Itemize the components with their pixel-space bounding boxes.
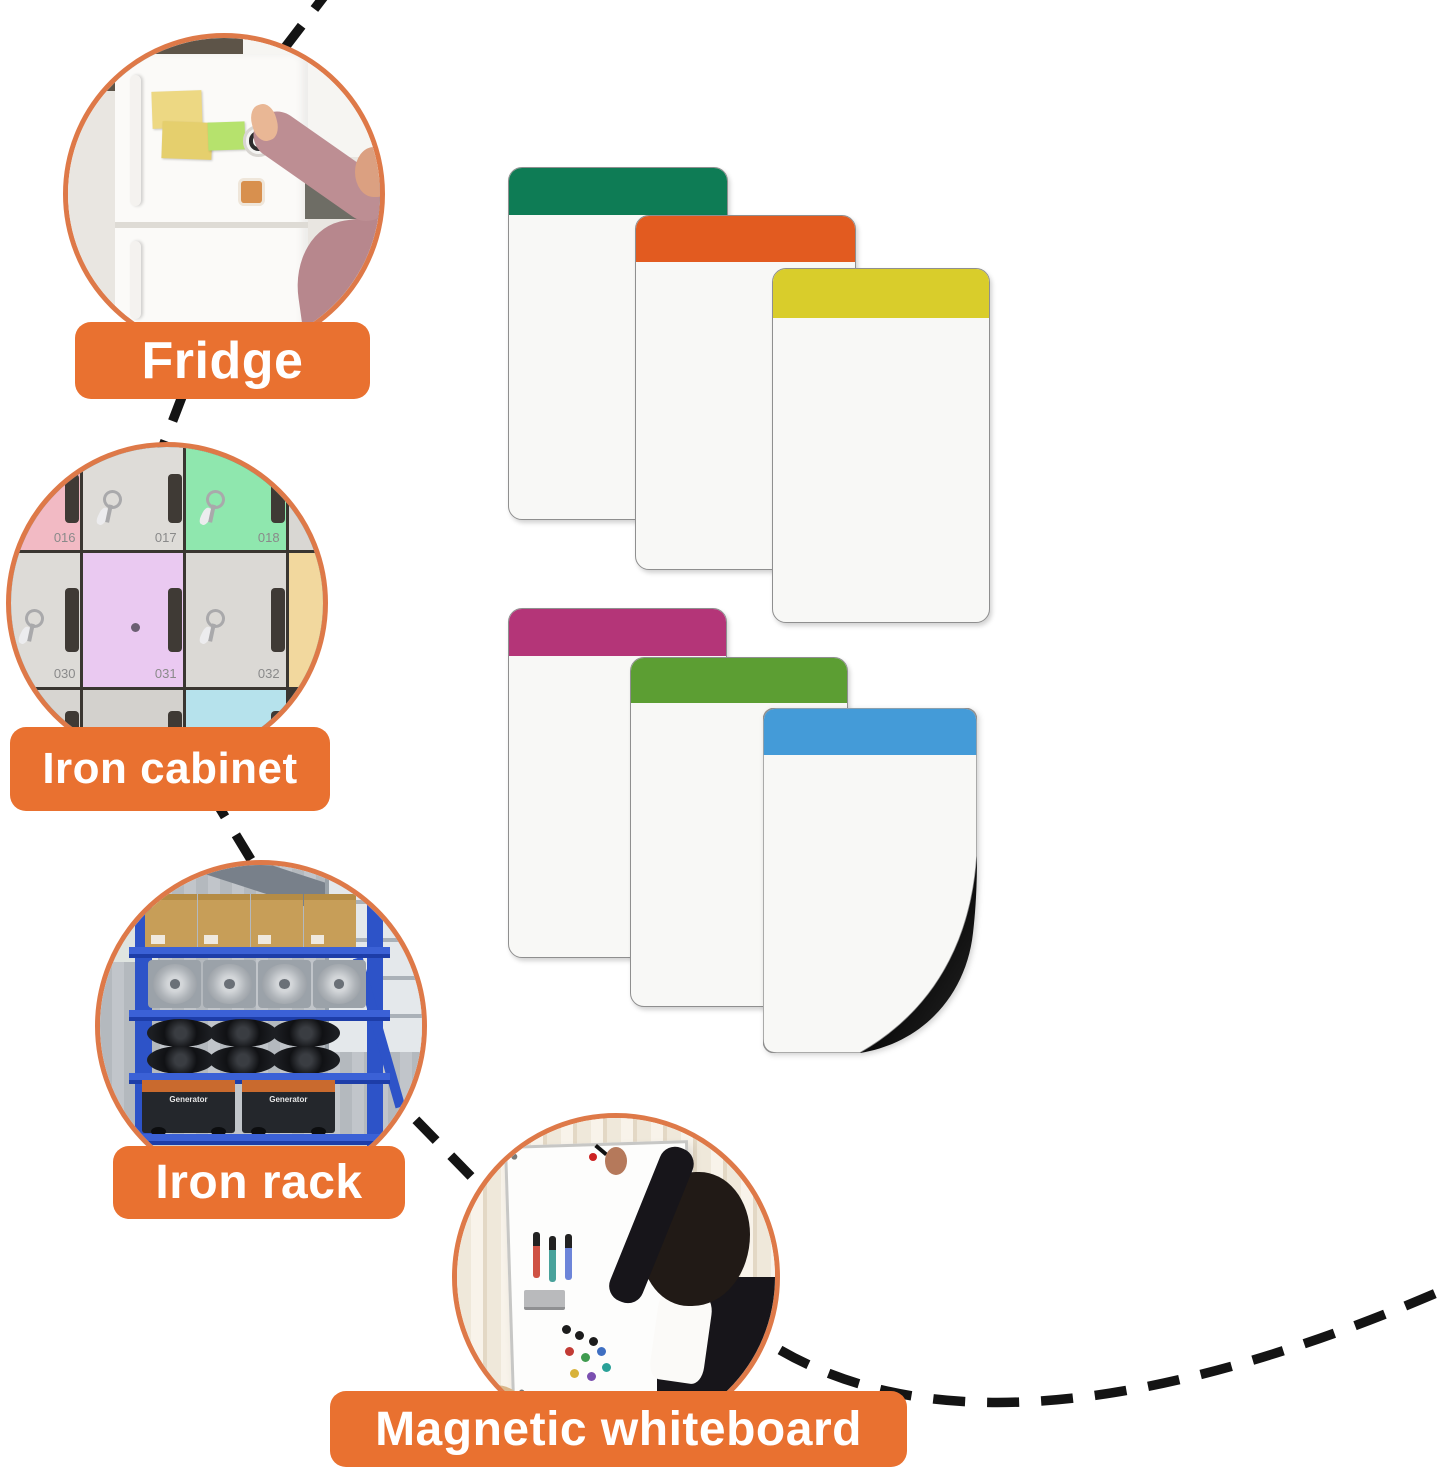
key-icon xyxy=(100,488,124,512)
sticky-note-green xyxy=(207,121,247,151)
key-icon xyxy=(203,607,227,631)
magnet-dot xyxy=(596,1346,606,1356)
note-header-teal-green xyxy=(509,168,727,215)
note-header-yellow xyxy=(773,269,989,318)
locker-number: 016 xyxy=(53,529,76,545)
iron-cabinet-photo-circle: 016 017 018 030 031 xyxy=(6,442,328,764)
generator: Generator xyxy=(241,1080,336,1137)
cardboard-box xyxy=(304,893,356,949)
engine-motor xyxy=(312,959,366,1009)
generator-label: Generator xyxy=(169,1094,208,1104)
magnet-dot xyxy=(569,1369,579,1379)
warehouse-rack-scene: Generator Generator xyxy=(100,865,422,1187)
orange-magnet xyxy=(238,178,265,207)
magnet-dot xyxy=(581,1353,591,1363)
note-header-orange xyxy=(636,216,855,262)
magnet-dot xyxy=(588,1337,598,1347)
magnetic-whiteboard-label-badge: Magnetic whiteboard xyxy=(330,1391,907,1467)
generator: Generator xyxy=(141,1080,236,1137)
sticky-note-yellow xyxy=(160,121,213,161)
locker-number: 018 xyxy=(257,529,280,545)
whiteboard-scene xyxy=(457,1118,775,1436)
note-header-blue xyxy=(763,708,977,755)
fridge-handle-top xyxy=(130,75,142,207)
tire xyxy=(146,1018,215,1048)
generator-label: Generator xyxy=(269,1094,308,1104)
locker-number: 032 xyxy=(257,665,280,681)
fridge-door-gap xyxy=(114,222,309,229)
iron-rack-photo-circle: Generator Generator xyxy=(95,860,427,1192)
locker-door: 017 xyxy=(82,447,183,550)
key-icon xyxy=(22,488,46,512)
whiteboard-eraser xyxy=(523,1289,566,1311)
tire xyxy=(272,1045,340,1075)
tire xyxy=(146,1045,215,1075)
fridge-scene xyxy=(68,38,380,350)
magnet-dot xyxy=(565,1346,575,1356)
cardboard-box xyxy=(198,893,250,949)
locker-number: 030 xyxy=(53,665,76,681)
note-blue-with-curl xyxy=(763,708,977,1053)
locker-door: 018 xyxy=(185,447,286,550)
person-face xyxy=(355,147,380,198)
marker-teal xyxy=(549,1235,557,1282)
magnet-dot xyxy=(587,1372,597,1382)
fridge-label-badge: Fridge xyxy=(75,322,370,399)
engine-motor xyxy=(257,959,311,1009)
rack-shelf-beam xyxy=(128,1009,390,1022)
tire xyxy=(209,1045,278,1075)
magnet-dot xyxy=(601,1362,611,1372)
iron-cabinet-label-badge: Iron cabinet xyxy=(10,727,330,811)
keyhole-icon xyxy=(130,622,140,632)
key-icon xyxy=(22,607,46,631)
locker-number: 017 xyxy=(154,529,177,545)
locker-number: 031 xyxy=(154,665,177,681)
note-yellow xyxy=(772,268,990,623)
cardboard-box xyxy=(145,893,197,949)
magnet-dot xyxy=(561,1324,571,1334)
fridge-handle-bottom xyxy=(130,240,142,319)
locker-door: 030 xyxy=(11,553,80,688)
engine-motor xyxy=(203,959,257,1009)
locker-scene: 016 017 018 030 031 xyxy=(11,447,323,759)
locker-door xyxy=(288,447,323,550)
marker-red xyxy=(533,1232,541,1279)
locker-door: 031 xyxy=(82,553,183,688)
key-icon xyxy=(203,488,227,512)
locker-door: 016 xyxy=(11,447,80,550)
iron-rack-label-badge: Iron rack xyxy=(113,1146,405,1219)
locker-door xyxy=(288,553,323,688)
rack-shelf-beam xyxy=(128,1133,390,1146)
note-header-green xyxy=(631,658,847,703)
magnetic-back-curl xyxy=(860,856,977,1053)
magnet-dot xyxy=(574,1331,584,1341)
locker-door: 032 xyxy=(185,553,286,688)
person-hand xyxy=(604,1146,628,1176)
engine-motor xyxy=(148,959,202,1009)
note-header-magenta xyxy=(509,609,726,656)
tire xyxy=(209,1018,278,1048)
tire xyxy=(272,1018,340,1048)
rack-shelf-beam xyxy=(128,947,390,959)
dash-bottom-sweep xyxy=(777,1284,1445,1408)
marker-cap-dot xyxy=(588,1152,597,1161)
fridge-photo-circle xyxy=(63,33,385,355)
cardboard-box xyxy=(251,893,303,949)
fridge-door xyxy=(114,53,309,350)
marker-blue xyxy=(565,1234,573,1281)
